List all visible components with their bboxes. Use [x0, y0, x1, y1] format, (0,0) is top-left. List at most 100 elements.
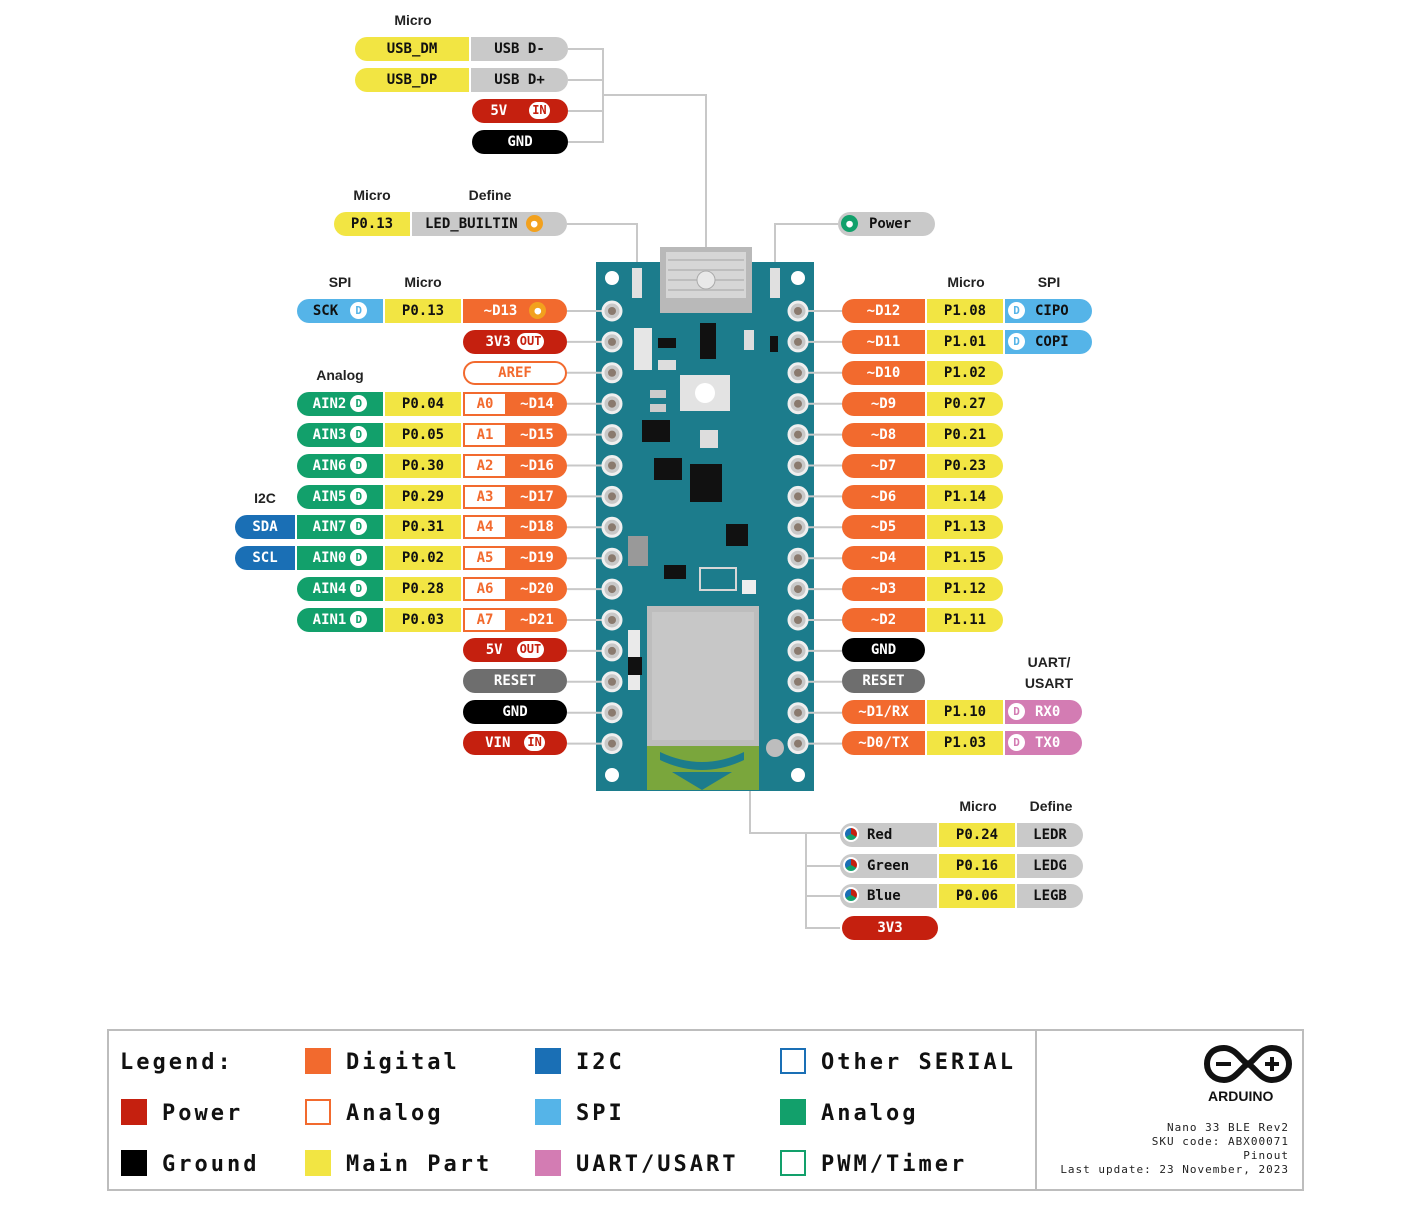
arduino-logo-icon [1204, 1044, 1292, 1084]
pin-a4-a: A4 [463, 515, 507, 539]
brand-name: ARDUINO [1208, 1088, 1274, 1104]
usb-5v-label: 5V [490, 103, 508, 119]
pin-a4-i2c: SDA [235, 515, 295, 539]
header-micro-right: Micro [947, 274, 985, 290]
pin-d12-digital: ~D12 [842, 299, 925, 323]
legend-digital: Digital [305, 1048, 460, 1078]
pin-d11-micro: P1.01 [927, 330, 1003, 354]
pin-a4-analog: AIN7 [312, 519, 347, 535]
d-badge: D [350, 487, 368, 505]
header-pin-hole-center [794, 461, 802, 470]
header-pin-hole-center [794, 677, 802, 686]
pin-reset-right: RESET [842, 669, 925, 693]
rgb-blue-define: LEGB [1017, 884, 1083, 908]
pin-5v-label: 5V [485, 642, 503, 658]
rgb-led-icon [843, 857, 859, 873]
pin-d1-micro: P1.10 [927, 700, 1003, 724]
header-pin-hole-center [794, 708, 802, 717]
header-define-rgb: Define [1029, 798, 1073, 814]
pin-a5-i2c: SCL [235, 546, 295, 570]
header-pin-hole-center [608, 677, 616, 686]
usb-dp-micro: USB_DP [355, 68, 469, 92]
legend-uart-label: UART/USART [576, 1152, 739, 1177]
rgb-blue-pill: Blue [840, 884, 937, 908]
header-pin-hole-center [608, 461, 616, 470]
pin-a3-digital: ~D17 [507, 485, 567, 509]
legend-analog-label: Analog [346, 1101, 444, 1126]
d-badge: D [1008, 702, 1025, 720]
pin-a6-analog: AIN4 [312, 581, 347, 597]
header-pin-hole-center [608, 585, 616, 594]
pin-d1-digital: ~D1/RX [842, 700, 925, 724]
header-pin-hole-center [794, 307, 802, 315]
pin-vin-badge: IN [524, 733, 545, 751]
legend-analog: Analog [305, 1099, 443, 1129]
legend-main-part: Main Part [305, 1150, 492, 1180]
pin-d4-micro: P1.15 [927, 546, 1003, 570]
bulb-icon: ● [525, 214, 543, 232]
header-pin-hole-center [608, 492, 616, 501]
pin-d7-digital: ~D7 [842, 454, 925, 478]
pin-a0-digital: ~D14 [507, 392, 567, 416]
legend-analog-green-label: Analog [821, 1101, 919, 1126]
pin-d9-digital: ~D9 [842, 392, 925, 416]
brand-sku: SKU code: ABX00071 [1151, 1135, 1289, 1148]
d-badge: D [350, 579, 368, 597]
legend-power: Power [121, 1099, 243, 1129]
legend-box [107, 1029, 1304, 1191]
header-spi-right: SPI [1037, 274, 1061, 290]
rgb-led-icon [843, 887, 859, 903]
header-holes [567, 300, 842, 755]
pin-a7-digital: ~D21 [507, 608, 567, 632]
legend-other-serial-label: Other SERIAL [821, 1050, 1016, 1075]
legend-i2c-swatch [535, 1048, 561, 1074]
header-pin-hole-center [608, 523, 616, 532]
usb-dp-name: USB D+ [471, 68, 568, 92]
header-pin-hole-center [794, 368, 802, 377]
header-micro-rgb: Micro [959, 798, 997, 814]
header-pin-hole-center [608, 399, 616, 408]
pin-a4-digital: ~D18 [507, 515, 567, 539]
pin-5v-badge: OUT [516, 640, 545, 658]
pin-a1-analog: AIN3 [312, 427, 347, 443]
bulb-icon: ● [529, 301, 547, 319]
power-led-pill: ●Power [838, 212, 935, 236]
pin-gnd-left: GND [463, 700, 567, 724]
rgb-red-pill: Red [840, 823, 937, 847]
header-micro-usb: Micro [394, 12, 432, 28]
header-micro-led: Micro [353, 187, 391, 203]
brand-updated: Last update: 23 November, 2023 [1060, 1163, 1289, 1176]
header-pin-hole-center [794, 430, 802, 439]
legend-spi-swatch [535, 1099, 561, 1125]
pin-a2-a: A2 [463, 454, 507, 478]
legend-analog-swatch [305, 1099, 331, 1125]
pin-a3-micro: P0.29 [385, 485, 461, 509]
pin-d9-micro: P0.27 [927, 392, 1003, 416]
rgb-green-pill: Green [840, 854, 937, 878]
legend-divider [1035, 1031, 1037, 1189]
pin-a0-analog: AIN2 [312, 396, 347, 412]
pin-d11-digital: ~D11 [842, 330, 925, 354]
pin-d3-digital: ~D3 [842, 577, 925, 601]
d-badge: D [350, 425, 368, 443]
header-pin-hole-center [794, 739, 802, 748]
header-pin-hole-center [608, 430, 616, 439]
legend-main-part-label: Main Part [346, 1152, 493, 1177]
header-pin-hole-center [608, 337, 616, 346]
rgb-red-define: LEDR [1017, 823, 1083, 847]
legend-i2c-label: I2C [576, 1050, 625, 1075]
pin-reset-left: RESET [463, 669, 567, 693]
pin-a7-a: A7 [463, 608, 507, 632]
header-pin-hole-center [794, 616, 802, 624]
legend-pwm-label: PWM/Timer [821, 1152, 968, 1177]
rgb-green-define: LEDG [1017, 854, 1083, 878]
